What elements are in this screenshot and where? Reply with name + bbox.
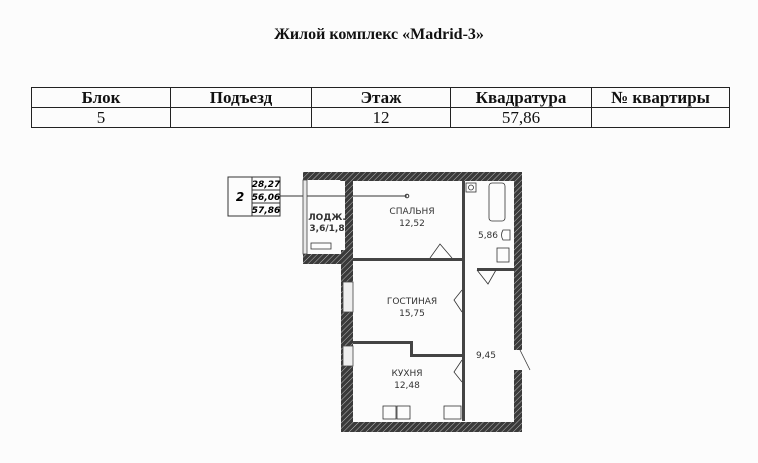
cooktop-icon [396, 405, 411, 420]
washing-machine-icon [465, 182, 477, 193]
windows [342, 281, 531, 371]
bathtub-icon [488, 182, 506, 222]
loggia-label: ЛОДЖ. [308, 213, 346, 223]
cell-floor: 12 [311, 107, 451, 128]
cell-block: 5 [31, 107, 171, 128]
cell-area: 57,86 [450, 107, 592, 128]
total-area: 57,86 [252, 206, 280, 216]
stove-icon [382, 405, 397, 420]
living-room-area: 15,75 [399, 309, 425, 319]
doors [429, 243, 497, 383]
area-legend-box: 2 28,27 56,06 57,86 [227, 176, 410, 217]
door-kitchen-icon [453, 359, 463, 383]
header-entrance: Подъезд [170, 87, 312, 108]
kitchen-area: 12,48 [394, 381, 420, 391]
cell-apartment-number [591, 107, 730, 128]
washing-machine-drum-icon [468, 184, 474, 191]
room-labels: ЛОДЖ. 3,6/1,8 СПАЛЬНЯ 12,52 5,86 ГОСТИНА… [308, 207, 498, 391]
door-bedroom-icon [429, 243, 453, 259]
living-area: 28,27 [252, 180, 281, 190]
leader-dot [404, 193, 410, 199]
bathroom-area: 5,86 [478, 231, 498, 241]
hallway-area: 9,45 [476, 351, 496, 361]
door-living-icon [453, 289, 463, 313]
loggia-radiator-icon [310, 242, 332, 250]
table-header-row: Блок Подъезд Этаж Квадратура № квартиры [31, 87, 730, 108]
living-room-label: ГОСТИНАЯ [387, 297, 437, 307]
fixtures [310, 182, 511, 420]
loggia-area: 3,6/1,8 [309, 224, 344, 234]
apartment-info-table: Блок Подъезд Этаж Квадратура № квартиры … [31, 87, 730, 128]
bedroom-area: 12,52 [399, 219, 425, 229]
sink-icon [496, 247, 510, 263]
toilet-icon [501, 229, 511, 241]
door-bath-icon [476, 269, 497, 285]
rooms-count: 2 [236, 190, 244, 204]
table-row: 5 12 57,86 [31, 107, 730, 128]
kitchen-label: КУХНЯ [391, 369, 422, 379]
area-without-balcony: 56,06 [252, 193, 280, 203]
document-title: Жилой комплекс «Madrid-3» [274, 26, 484, 43]
kitchen-sink-icon [443, 405, 462, 420]
bedroom-label: СПАЛЬНЯ [389, 207, 434, 217]
